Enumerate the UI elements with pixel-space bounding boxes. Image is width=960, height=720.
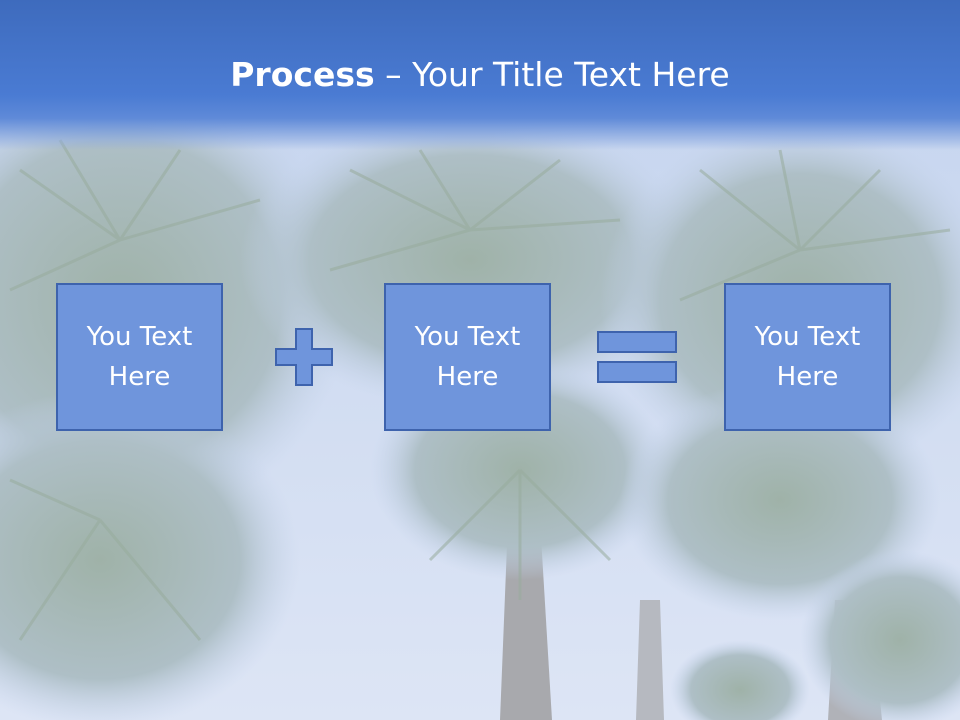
process-box-3: You Text Here (724, 283, 891, 431)
plus-icon (275, 328, 333, 386)
process-box-label: You Text Here (414, 322, 521, 392)
title-rest-part: – Your Title Text Here (374, 55, 730, 94)
equals-icon (597, 331, 677, 383)
slide-title: Process – Your Title Text Here (0, 52, 960, 98)
title-bold-part: Process (230, 55, 375, 94)
process-box-label: You Text Here (86, 322, 193, 392)
title-band (0, 0, 960, 150)
process-box-1: You Text Here (56, 283, 223, 431)
process-box-label: You Text Here (754, 322, 861, 392)
process-box-2: You Text Here (384, 283, 551, 431)
